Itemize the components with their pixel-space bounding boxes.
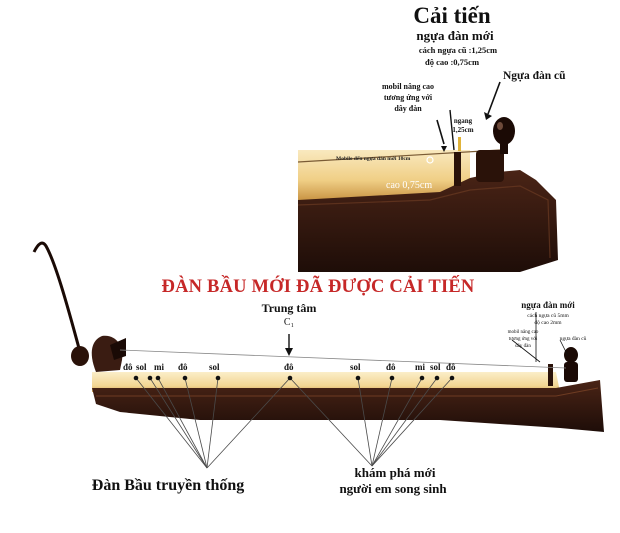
inset-mobil-label-2: tương ứng với bbox=[383, 93, 433, 102]
right-spec-2: độ cao 2mm bbox=[534, 320, 562, 326]
right-mobil-3: dây đàn bbox=[515, 344, 531, 349]
main-body-top bbox=[92, 372, 560, 392]
inset-ngang-label-2: 1,25cm bbox=[452, 126, 474, 134]
inset-ngang-label-1: ngang bbox=[453, 117, 473, 125]
inset-subheading: ngựa đàn mới bbox=[416, 28, 494, 43]
discovery-line-1: khám phá mới bbox=[354, 465, 436, 480]
main-old-bridge bbox=[564, 362, 578, 382]
note-label: sol bbox=[136, 362, 147, 372]
note-label: sol bbox=[209, 362, 220, 372]
inset-mobile-note: Mobile đến ngựa đàn mới 10cm bbox=[336, 156, 411, 162]
inset-string bbox=[297, 149, 501, 163]
note-dots bbox=[133, 375, 455, 381]
inset-wood-body bbox=[298, 170, 558, 272]
traditional-label: Đàn Bầu truyền thống bbox=[91, 477, 245, 494]
note-label: đô bbox=[123, 362, 133, 372]
note-label: đô bbox=[446, 362, 456, 372]
inset-old-bridge-label: Ngựa đàn cũ bbox=[503, 70, 566, 82]
main-neck-rod bbox=[32, 241, 82, 353]
inset-spec-line2: độ cao :0,75cm bbox=[424, 57, 480, 67]
note-label: sol bbox=[350, 362, 361, 372]
main-string bbox=[119, 349, 567, 369]
inset-new-bridge bbox=[454, 152, 461, 186]
harmonic-lines-right bbox=[289, 377, 453, 467]
discovery-line-2: người em song sinh bbox=[339, 481, 447, 496]
main-title: ĐÀN BẦU MỚI ĐÃ ĐƯỢC CẢI TIẾN bbox=[161, 277, 475, 297]
harmonic-lines-left bbox=[135, 377, 291, 469]
right-mobil-2: tương ứng với bbox=[508, 337, 538, 342]
note-label: mi bbox=[415, 362, 425, 372]
right-mobil-1: mobil nâng cao bbox=[507, 330, 539, 335]
center-label: Trung tâm bbox=[261, 301, 317, 315]
inset-mobil-label-3: dây đàn bbox=[394, 104, 422, 113]
note-label: đô bbox=[178, 362, 188, 372]
right-old-bridge-label: ngựa đàn cũ bbox=[559, 336, 587, 342]
note-label: đô bbox=[386, 362, 396, 372]
note-label: sol bbox=[430, 362, 441, 372]
inset-heading: Cải tiến bbox=[413, 3, 491, 28]
inset-spec-line1: cách ngựa cũ :1,25cm bbox=[418, 45, 498, 55]
main-body-side bbox=[92, 380, 604, 432]
inset-mobil-label-1: mobil nâng cao bbox=[381, 82, 435, 91]
right-new-bridge-label: ngựa đàn mới bbox=[521, 300, 575, 310]
note-label: mi bbox=[154, 362, 164, 372]
center-sub-label: C₁ bbox=[283, 317, 295, 328]
inset-old-bridge bbox=[476, 150, 504, 182]
note-label: đô bbox=[284, 362, 294, 372]
inset-height-label: cao 0,75cm bbox=[386, 180, 433, 191]
inset-wood-top bbox=[298, 150, 470, 200]
right-spec-1: cách ngựa cũ 5mm bbox=[527, 313, 569, 319]
